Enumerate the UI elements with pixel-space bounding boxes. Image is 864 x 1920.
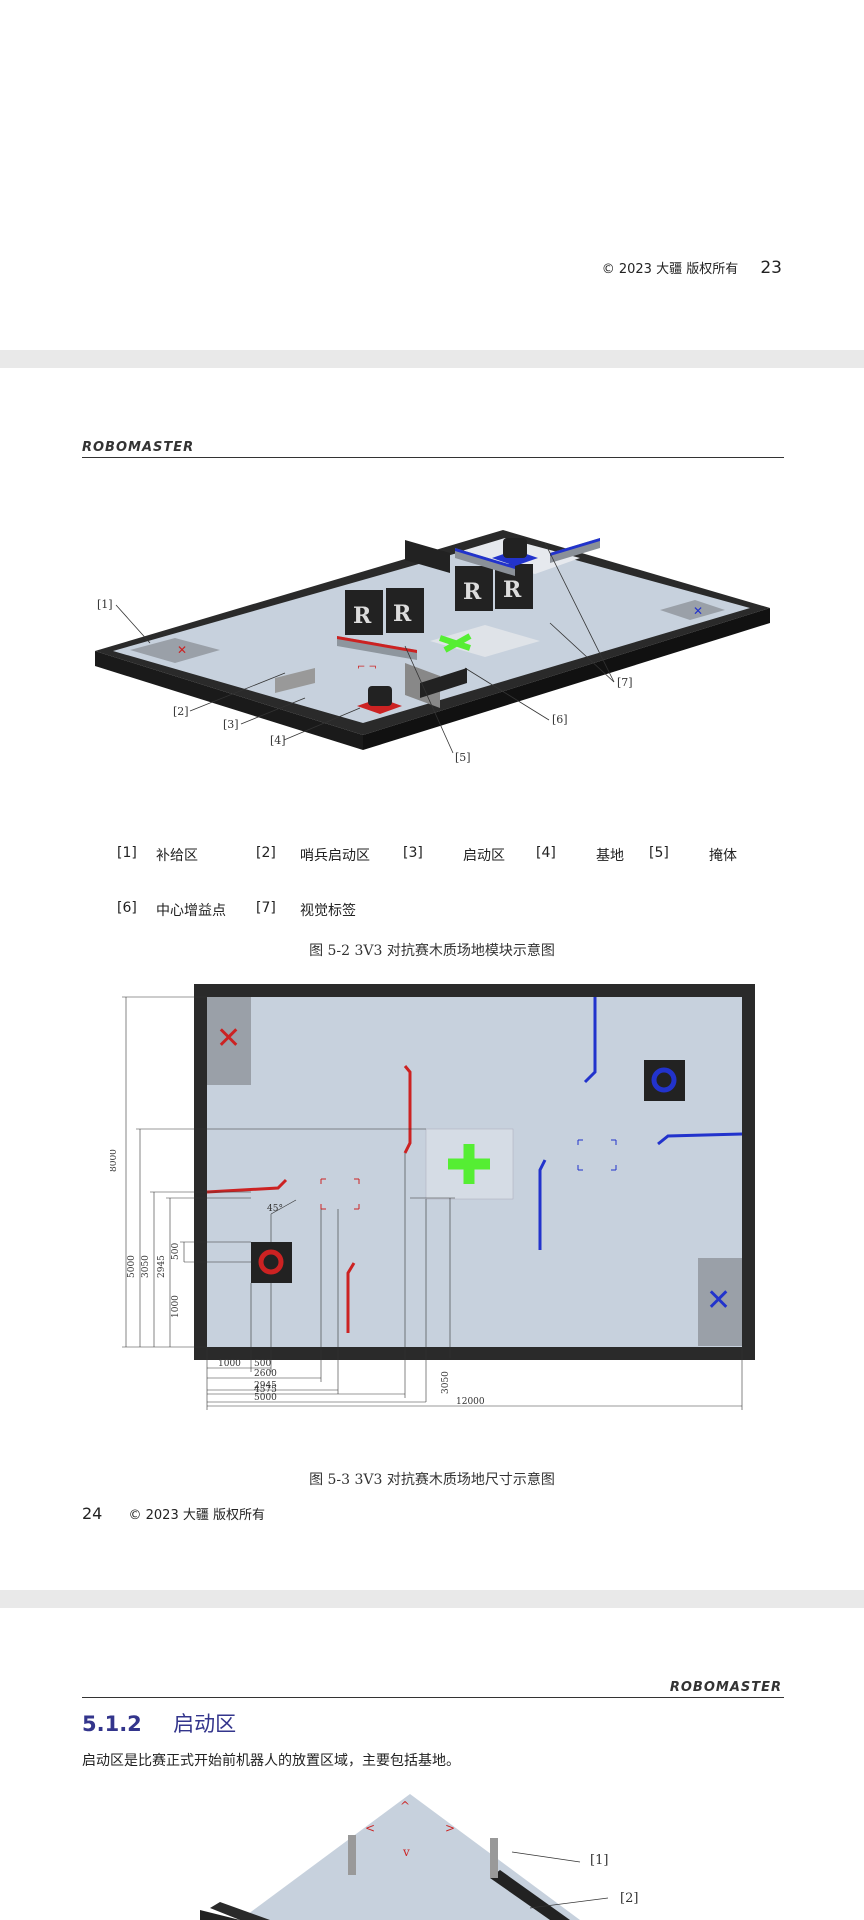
legend-label-3: 启动区 <box>463 848 505 864</box>
dim-2945-v: 2945 <box>157 1255 167 1278</box>
header-rule <box>82 457 784 458</box>
arena-floor <box>113 540 750 723</box>
legend-num-7: [7] <box>256 900 276 916</box>
legend-num-5: [5] <box>649 845 669 861</box>
visual-tag-board <box>345 590 383 635</box>
legend-label-5: 掩体 <box>709 848 737 864</box>
copyright-text: © 2023 大疆 版权所有 <box>128 1508 265 1523</box>
section-body-text: 启动区是比赛正式开始前机器人的放置区域，主要包括基地。 <box>82 1753 460 1769</box>
section-heading: 5.1.2 启动区 <box>82 1708 236 1738</box>
dim-5000-v: 5000 <box>127 1255 137 1278</box>
callout-4: [4] <box>270 734 286 747</box>
red-base <box>251 1242 292 1283</box>
page-footer: © 2023 大疆 版权所有 23 <box>602 258 782 278</box>
svg-text:✕: ✕ <box>693 604 703 618</box>
svg-text:⌐ ¬: ⌐ ¬ <box>357 662 377 673</box>
dim-12000: 12000 <box>456 1397 485 1407</box>
dim-5000-h: 5000 <box>254 1393 277 1403</box>
svg-text:R: R <box>353 603 372 629</box>
legend-label-7: 视觉标签 <box>300 903 356 919</box>
svg-text:✕: ✕ <box>177 643 187 657</box>
svg-text:>: > <box>445 1821 455 1835</box>
robomaster-logo: ROBOMASTER <box>82 440 195 455</box>
legend-label-2: 哨兵启动区 <box>300 848 370 864</box>
dim-2600: 2600 <box>254 1369 277 1379</box>
header-rule <box>82 1697 784 1698</box>
figure-5-3-caption: 图 5-3 3V3 对抗赛木质场地尺寸示意图 <box>309 1472 555 1488</box>
svg-text:v: v <box>402 1845 410 1859</box>
legend-num-6: [6] <box>117 900 137 916</box>
dim-8000: 8000 <box>110 1149 119 1172</box>
section-number: 5.1.2 <box>82 1712 142 1736</box>
red-supply-icon: ✕ <box>216 1021 241 1056</box>
robomaster-logo: ROBOMASTER <box>669 1680 782 1695</box>
page-23: © 2023 大疆 版权所有 23 <box>0 0 864 350</box>
blue-supply-icon: ✕ <box>706 1283 731 1318</box>
svg-text:R: R <box>393 601 412 627</box>
dim-angle-45: 45° <box>267 1204 283 1214</box>
dim-2945-h: 2945 <box>254 1381 277 1391</box>
dim-3050-v: 3050 <box>141 1255 151 1278</box>
arena-isometric-figure: ✕ ✕ R R R R ⌐ ¬ <box>95 530 770 764</box>
legend-label-4: 基地 <box>596 848 624 864</box>
dim-500-v: 500 <box>171 1243 181 1260</box>
callout-6: [6] <box>552 713 568 726</box>
dim-3050-right: 3050 <box>441 1371 451 1394</box>
legend-num-3: [3] <box>403 845 423 861</box>
blue-supply-zone <box>660 600 725 620</box>
dim-1000-h: 1000 <box>218 1359 241 1369</box>
svg-text:R: R <box>503 577 522 603</box>
copyright-text: © 2023 大疆 版权所有 <box>601 262 739 277</box>
blue-base <box>644 1060 685 1101</box>
page-number: 24 <box>82 1504 103 1523</box>
legend-num-2: [2] <box>256 845 276 861</box>
svg-text:<: < <box>365 1821 375 1835</box>
dim-500-h: 500 <box>254 1359 271 1369</box>
callout-1: [1] <box>590 1853 608 1868</box>
legend-label-1: 补给区 <box>156 848 198 864</box>
callout-3: [3] <box>223 718 239 731</box>
figure-5-2-caption: 图 5-2 3V3 对抗赛木质场地模块示意图 <box>309 943 555 959</box>
callout-7: [7] <box>617 676 633 689</box>
page-24: ROBOMASTER ✕ ✕ R R R R <box>0 368 864 1590</box>
start-zone-figure: ^ < > v [1] [2] <box>200 1794 638 1920</box>
legend-label-6: 中心增益点 <box>156 903 226 919</box>
legend-num-1: [1] <box>117 845 137 861</box>
callout-5: [5] <box>455 751 471 764</box>
svg-text:R: R <box>463 579 482 605</box>
dim-1000-v: 1000 <box>171 1295 181 1318</box>
red-supply-zone <box>130 638 220 663</box>
dim-4575: 4575 <box>254 1385 277 1395</box>
callout-1: [1] <box>97 598 113 611</box>
legend-num-4: [4] <box>536 845 556 861</box>
svg-text:^: ^ <box>400 1799 410 1813</box>
callout-2: [2] <box>620 1891 638 1906</box>
page-number: 23 <box>760 258 782 278</box>
page-footer: 24 © 2023 大疆 版权所有 <box>82 1504 265 1523</box>
center-buff-zone <box>430 625 540 657</box>
section-title: 启动区 <box>173 1712 237 1736</box>
callout-2: [2] <box>173 705 189 718</box>
arena-dimension-figure: ✕ ✕ <box>110 984 755 1410</box>
